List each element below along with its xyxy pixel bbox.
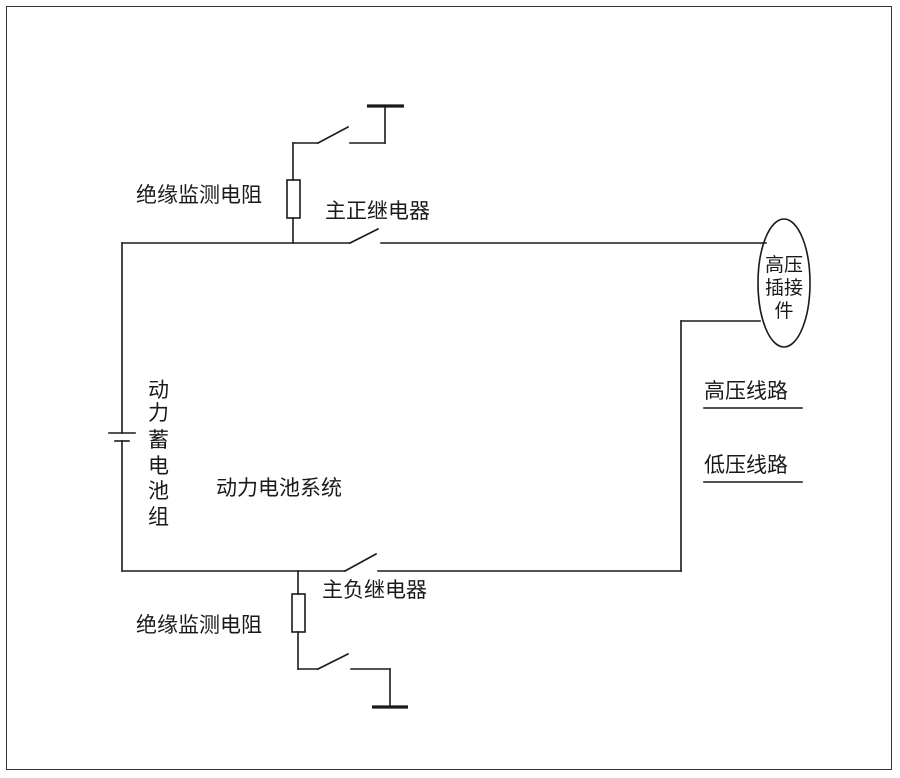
insulation-switch-bottom-blade: [316, 652, 350, 671]
main-positive-relay-switch: [348, 227, 380, 245]
label-main-positive-relay: 主正继电器: [325, 199, 430, 223]
legend-low-voltage-label: 低压线路: [704, 453, 788, 477]
high-voltage-connector: [757, 218, 811, 348]
label-connector-line3: 件: [774, 300, 793, 322]
label-battery-char-4: 池: [148, 479, 169, 503]
label-insulation-resistor-top: 绝缘监测电阻: [136, 183, 262, 207]
label-battery-char-1: 力: [148, 401, 169, 425]
insulation-resistor-bottom: [291, 593, 306, 633]
main-negative-relay-switch: [343, 552, 378, 573]
diagram-frame: [6, 6, 892, 770]
insulation-resistor-top: [286, 179, 301, 219]
legend-high-voltage-label: 高压线路: [704, 379, 788, 403]
label-battery-char-2: 蓄: [148, 428, 169, 452]
label-main-negative-relay: 主负继电器: [322, 578, 427, 602]
label-insulation-resistor-bottom: 绝缘监测电阻: [136, 613, 262, 637]
label-battery-char-0: 动: [148, 378, 169, 402]
insulation-switch-top-blade: [316, 125, 350, 145]
label-connector-line2: 插接: [765, 277, 803, 299]
label-battery-char-5: 组: [148, 505, 169, 529]
label-battery-char-3: 电: [148, 454, 169, 478]
label-connector-line1: 高压: [765, 254, 803, 276]
label-battery-system: 动力电池系统: [216, 476, 342, 500]
